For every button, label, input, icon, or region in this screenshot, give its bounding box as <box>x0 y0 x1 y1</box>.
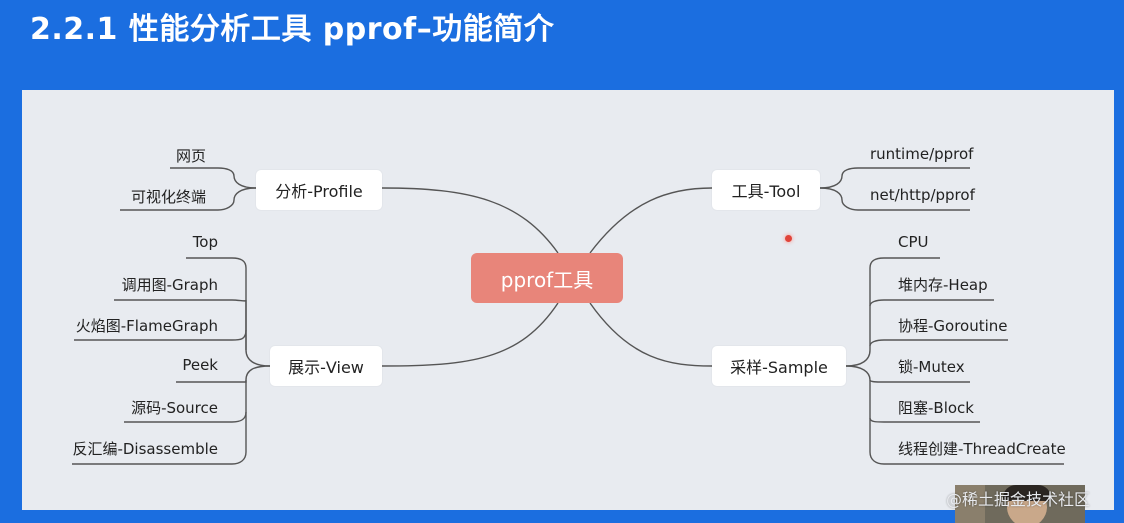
branch-tool: 工具-Tool <box>712 170 820 210</box>
leaf-heap: 堆内存-Heap <box>898 276 988 294</box>
leaf-block: 阻塞-Block <box>898 399 974 417</box>
leaf-source: 源码-Source <box>131 399 218 417</box>
webcam-hair <box>1003 485 1051 501</box>
leaf-runtime-pprof: runtime/pprof <box>870 145 974 163</box>
leaf-threadcreate: 线程创建-ThreadCreate <box>898 440 1066 458</box>
leaf-flamegraph: 火焰图-FlameGraph <box>75 317 218 335</box>
webcam-overlay <box>955 485 1085 523</box>
branch-sample: 采样-Sample <box>712 346 846 386</box>
branch-view: 展示-View <box>270 346 382 386</box>
webcam-background <box>955 485 985 523</box>
leaf-top: Top <box>192 233 218 251</box>
leaf-peek: Peek <box>182 356 218 374</box>
branch-profile: 分析-Profile <box>256 170 382 210</box>
leaf-graph: 调用图-Graph <box>121 276 218 294</box>
slide-title: 2.2.1 性能分析工具 pprof–功能简介 <box>30 12 555 47</box>
leaf-visual-terminal: 可视化终端 <box>130 188 206 206</box>
leaf-disassemble: 反汇编-Disassemble <box>72 440 218 458</box>
leaf-net-http-pprof: net/http/pprof <box>870 186 975 204</box>
central-node: pprof工具 <box>471 253 623 303</box>
leaf-goroutine: 协程-Goroutine <box>898 317 1008 335</box>
laser-pointer-dot <box>785 235 792 242</box>
leaf-webpage: 网页 <box>175 147 206 165</box>
watermark: @稀土掘金技术社区 <box>946 490 1091 509</box>
leaf-mutex: 锁-Mutex <box>898 358 965 376</box>
leaf-cpu: CPU <box>898 233 929 251</box>
